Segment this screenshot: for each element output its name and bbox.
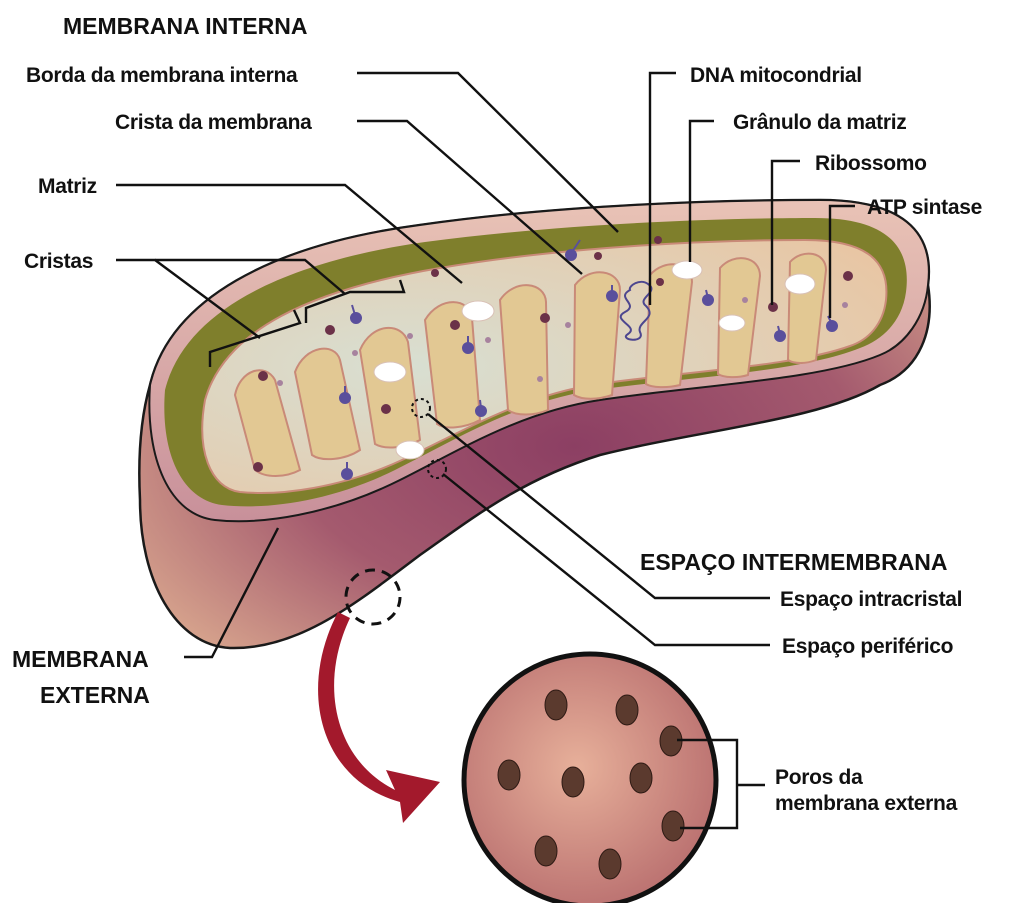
heading-espaco-intermembrana: ESPAÇO INTERMEMBRANA <box>640 549 948 575</box>
label-cristas: Cristas <box>24 250 93 273</box>
outer-membrane-zoom <box>464 654 716 903</box>
label-atp-sintase: ATP sintase <box>867 196 982 219</box>
label-espaco-periferico: Espaço periférico <box>782 635 953 658</box>
label-dna-mitocondrial: DNA mitocondrial <box>690 64 862 87</box>
zoom-arrow <box>318 612 440 823</box>
heading-membrana-externa-line1: MEMBRANA <box>12 646 149 672</box>
mitochondrion <box>139 200 929 648</box>
label-poros-line1: Poros da <box>775 766 863 789</box>
label-crista-da-membrana: Crista da membrana <box>115 111 312 134</box>
label-espaco-intracristal: Espaço intracristal <box>780 588 962 611</box>
label-granulo-da-matriz: Grânulo da matriz <box>733 111 906 134</box>
heading-membrana-interna: MEMBRANA INTERNA <box>63 13 307 39</box>
label-borda-membrana-interna: Borda da membrana interna <box>26 64 298 87</box>
heading-membrana-externa-line2: EXTERNA <box>40 682 150 708</box>
label-matriz: Matriz <box>38 175 97 198</box>
label-poros-line2: membrana externa <box>775 792 958 815</box>
label-ribossomo: Ribossomo <box>815 152 927 175</box>
